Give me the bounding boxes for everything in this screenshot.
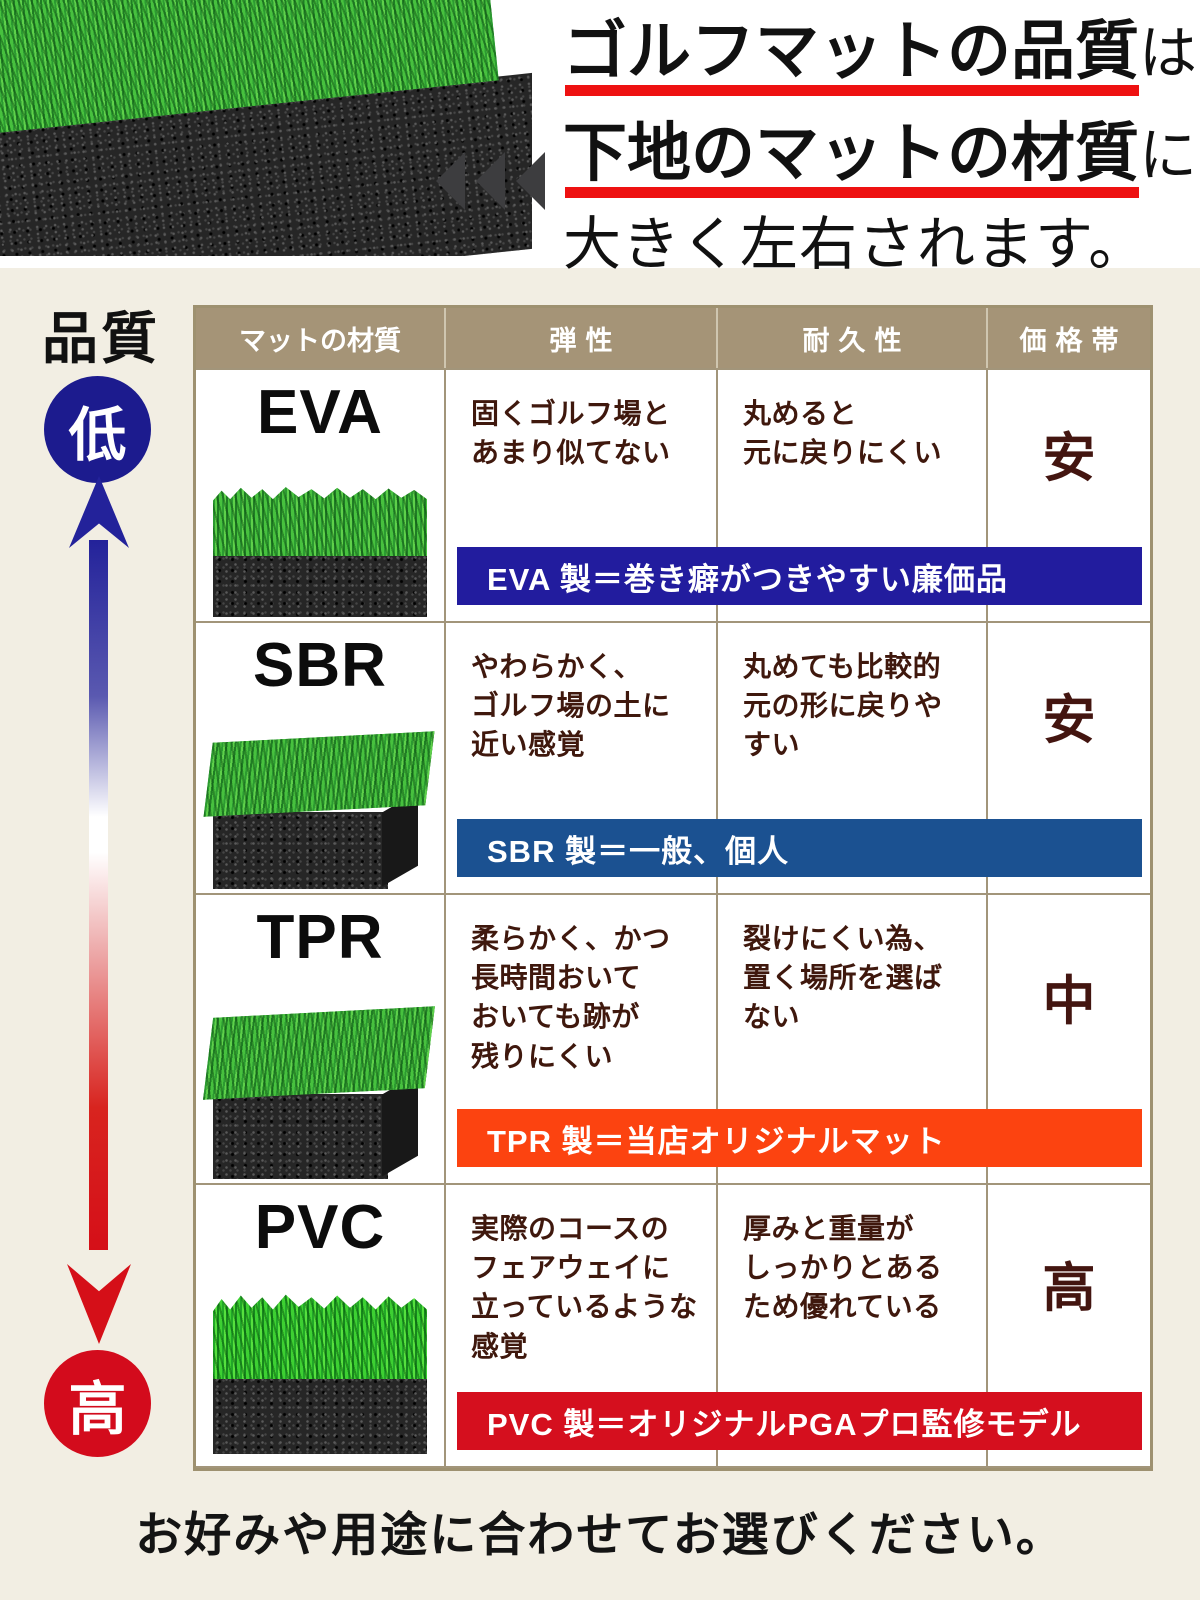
material-cell: PVC [196,1185,444,1466]
price-rank: 中 [1042,972,1096,1031]
mat-foam-layer [213,1376,427,1454]
left-triangle-icon [476,152,505,210]
arrow-down-head-icon [67,1264,131,1344]
header-durability: 耐久性 [718,308,986,368]
header-price: 価格帯 [988,308,1150,368]
headline-emphasis-2-text: 下地のマットの材質 [563,118,1139,189]
headline: ゴルフマットの品質は 下地のマットの材質に 大きく左右されます。 [563,4,1198,282]
header-material: マットの材質 [196,308,444,368]
eva-banner: EVA 製＝巻き癖がつきやすい廉価品 [457,547,1142,605]
mat-turf-layer [203,731,435,818]
mat-foam-layer [213,1094,389,1179]
headline-emphasis-2: 下地のマットの材質 [563,106,1139,202]
table-row-pvc: PVC 実際のコースの フェアウェイに 立っているような 感覚 厚みと重量が し… [196,1185,1150,1466]
left-triangle-icon [516,152,545,210]
arrow-up-head-icon [69,476,129,548]
headline-emphasis-1: ゴルフマットの品質 [563,4,1139,100]
mat-foam-layer [213,811,389,889]
price-rank: 安 [1042,691,1096,750]
footer-caption: お好みや用途に合わせてお選びください。 [135,1510,1065,1562]
sbr-banner: SBR 製＝一般、個人 [457,819,1142,877]
eva-mat-photo [213,485,427,617]
quality-gradient-arrow-shaft [89,540,108,1250]
material-name: SBR [253,631,387,700]
red-underline [565,85,1139,96]
headline-line-2: 下地のマットの材質に [563,106,1198,208]
mat-turf-layer [213,487,427,557]
material-name: PVC [254,1193,386,1262]
quality-high-badge: 高 [44,1350,151,1457]
tpr-mat-photo [203,1006,435,1179]
headline-rest-2: に [1139,123,1198,188]
table-row-sbr: SBR やわらかく、 ゴルフ場の土に 近い感覚 丸めても比較的 元の形に戻りや … [196,623,1150,893]
mat-foam-layer [213,553,427,617]
pvc-mat-photo [213,1292,427,1454]
headline-line-3: 大きく左右されます。 [563,212,1148,277]
mat-turf-layer [203,1006,435,1100]
triple-left-arrows-icon [436,152,545,210]
quality-low-badge: 低 [44,376,151,483]
left-triangle-icon [436,152,465,210]
material-cell: EVA [196,370,444,621]
table-row-eva: EVA 固くゴルフ場と あまり似てない 丸めると 元に戻りにくい 安 EVA 製… [196,370,1150,621]
red-underline [565,187,1139,198]
material-cell: TPR [196,895,444,1183]
material-comparison-table: マットの材質 弾性 耐久性 価格帯 EVA 固くゴルフ場と あまり似てない 丸め… [193,305,1153,1471]
header-elasticity: 弾性 [446,308,716,368]
headline-emphasis-1-text: ゴルフマットの品質 [563,16,1139,87]
sbr-mat-photo [203,731,435,889]
headline-line-1: ゴルフマットの品質は [563,4,1198,106]
table-row-tpr: TPR 柔らかく、かつ 長時間おいて おいても跡が 残りにくい 裂けにくい為、 … [196,895,1150,1183]
material-cell: SBR [196,623,444,893]
mat-turf-layer [213,1294,427,1380]
material-name: TPR [256,903,384,972]
material-name: EVA [257,378,383,447]
price-rank: 高 [1042,1258,1096,1318]
tpr-banner: TPR 製＝当店オリジナルマット [457,1109,1142,1167]
pvc-banner: PVC 製＝オリジナルPGAプロ監修モデル [457,1392,1142,1450]
headline-rest-1: は [1139,21,1198,86]
table-header-row: マットの材質 弾性 耐久性 価格帯 [196,308,1150,368]
price-rank: 安 [1042,428,1096,488]
golf-mat-hero-photo [0,0,532,256]
quality-axis-label: 品質 [42,309,160,371]
